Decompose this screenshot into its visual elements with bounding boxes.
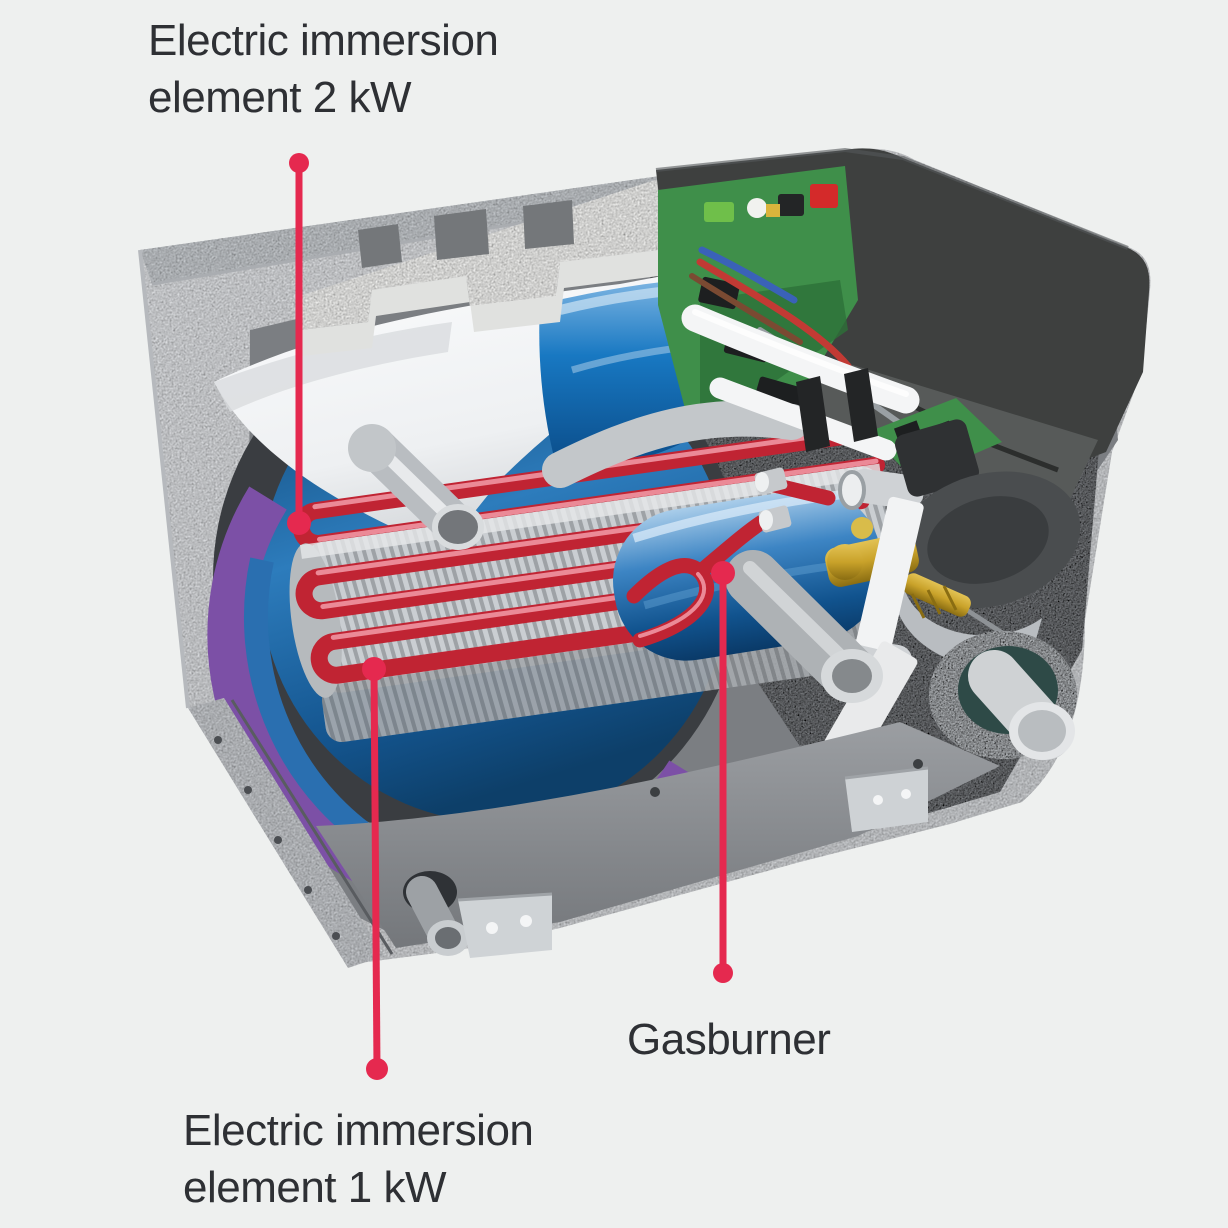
pcb-terminal-green [704,202,734,222]
mounting-bracket-right [844,766,929,832]
pcb-connector-red [810,184,838,208]
insulation-foam [300,180,698,356]
mounting-flange [188,698,394,968]
water-pipes [542,304,924,677]
exhaust-port [929,631,1077,760]
element-supply-tubes [626,467,836,648]
pcb-component-round [747,198,767,218]
pcb-connector-black [778,194,804,216]
element-fittings [754,467,792,533]
label-gasburner: Gasburner [627,1011,831,1068]
blower-fan [894,419,1081,670]
label-line: element 1 kW [183,1163,446,1212]
screw-hole [650,787,660,797]
callouts [287,153,735,1080]
drain-pipe [403,871,469,956]
label-line: element 2 kW [148,73,411,122]
label-electric-immersion-2kw: Electric immersion element 2 kW [148,12,499,126]
mounting-bracket-left [457,892,553,958]
label-electric-immersion-1kw: Electric immersion element 1 kW [183,1102,534,1216]
label-line: Electric immersion [183,1106,534,1155]
screw-hole [913,759,923,769]
label-line: Electric immersion [148,16,499,65]
mounting-bracket-white [824,496,924,763]
tank-top-pipe [348,424,484,550]
flue-tube [725,550,883,703]
callout-1kw [362,657,388,1080]
base-assembly [188,698,1000,968]
callout-2kw [287,153,311,535]
base-panel [316,722,1000,948]
casing-cut-edge [140,176,660,284]
label-line: Gasburner [627,1015,831,1064]
callout-gasburner [711,561,735,983]
foam-slots [358,200,574,268]
cable-clips [796,368,878,452]
